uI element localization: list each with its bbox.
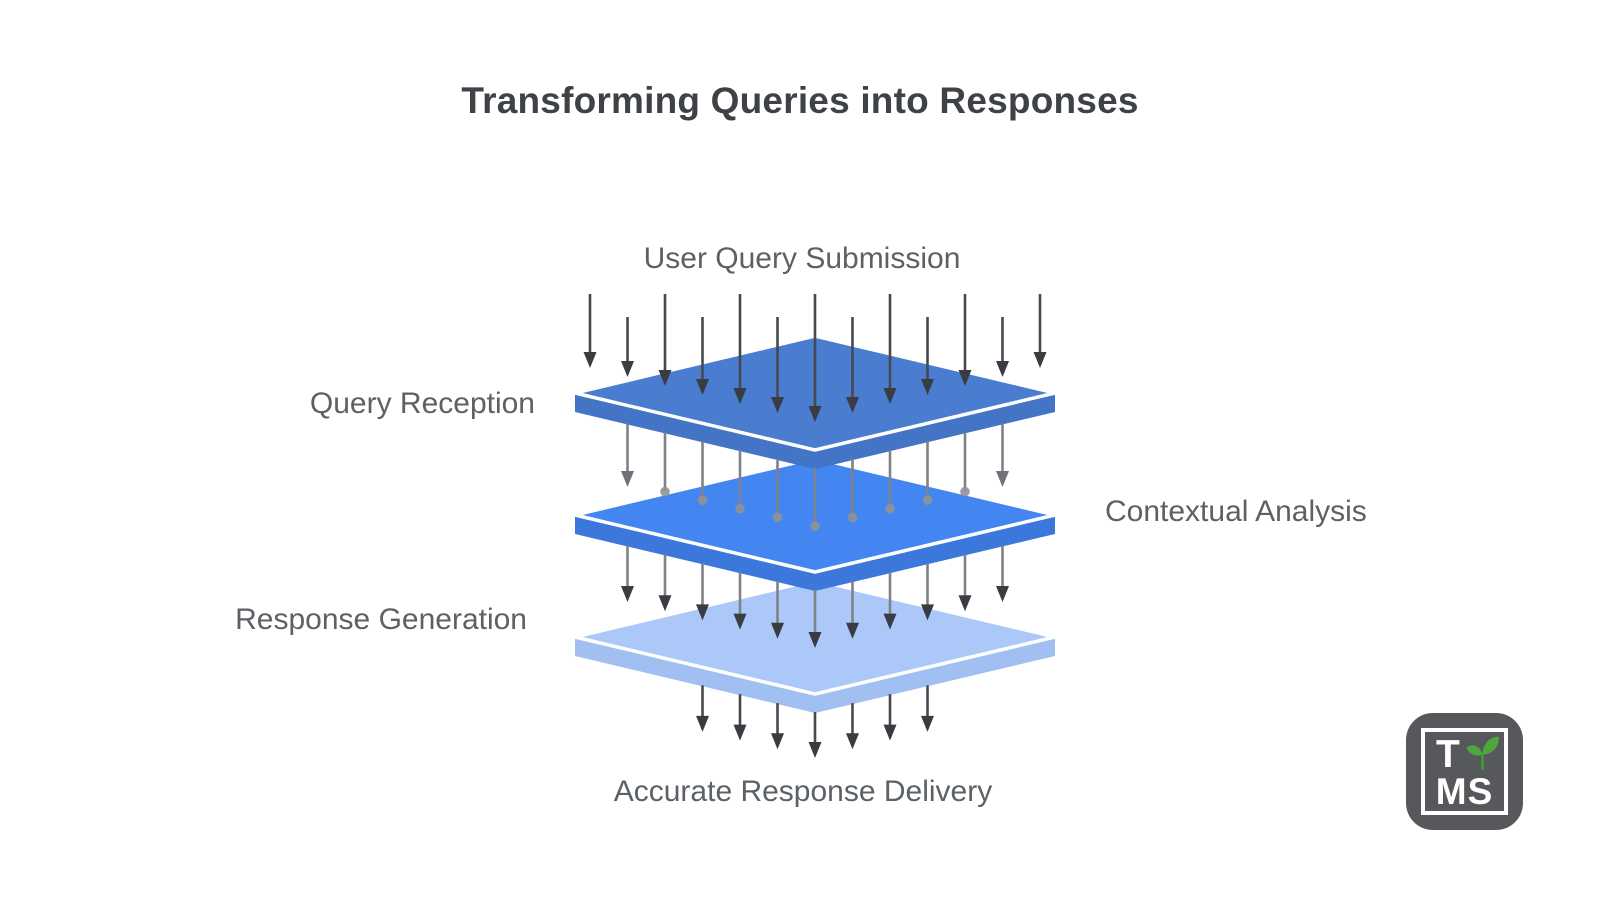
layer-3-side-left xyxy=(575,637,815,713)
layer-2-side-left xyxy=(575,515,815,591)
tms-logo-frame: T MS xyxy=(1421,728,1508,815)
flow-arrow-mid-2-head xyxy=(621,586,634,602)
flow-arrow-in-head xyxy=(658,370,672,386)
flow-arrow-mid-2-head xyxy=(658,595,672,612)
tms-logo-letters-ms: MS xyxy=(1435,771,1494,812)
label-query-reception: Query Reception xyxy=(310,387,535,420)
flow-arrow-in-head xyxy=(846,397,859,413)
flow-arrow-out-head xyxy=(771,733,784,750)
flow-arrow-out-head xyxy=(808,742,822,758)
label-response-generation: Response Generation xyxy=(235,603,527,636)
layer-2-side-right xyxy=(815,515,1055,591)
label-user-query-submission: User Query Submission xyxy=(644,242,961,275)
layer-1-side-right xyxy=(815,393,1055,469)
flow-arrow-mid-1-head xyxy=(697,495,708,506)
flow-arrow-in-head xyxy=(733,388,747,404)
flow-arrow-mid-1-head xyxy=(810,521,820,531)
flow-arrow-in-head xyxy=(1033,352,1047,368)
flow-arrow-in-head xyxy=(996,361,1009,377)
layer-3-side-right xyxy=(815,637,1055,713)
tms-logo-badge: T MS xyxy=(1406,713,1523,830)
flow-arrow-in-head xyxy=(621,361,634,377)
flow-arrow-in-head xyxy=(696,379,709,395)
label-accurate-response-delivery: Accurate Response Delivery xyxy=(614,775,993,808)
tms-logo-letter-t: T xyxy=(1436,733,1460,776)
flow-arrow-mid-2-head xyxy=(808,632,822,648)
flow-arrow-in-head xyxy=(958,370,972,386)
flow-arrow-out-head xyxy=(921,715,934,732)
layer-1-side-left xyxy=(575,393,815,469)
flow-arrow-mid-1-head xyxy=(885,504,895,514)
flow-arrow-mid-2-head xyxy=(696,604,709,621)
flow-arrow-mid-2-head xyxy=(883,613,897,630)
flow-arrow-in-head xyxy=(771,397,784,413)
diagram-geometry xyxy=(573,294,1057,758)
flow-arrow-mid-1-head xyxy=(922,495,933,506)
flow-arrow-out-head xyxy=(696,715,709,732)
flow-arrow-mid-2-head xyxy=(771,622,784,639)
flow-arrow-mid-1-head xyxy=(735,504,745,514)
flow-arrow-mid-1-head xyxy=(847,512,858,523)
flow-arrow-in-head xyxy=(921,379,934,395)
flow-arrow-mid-2-head xyxy=(733,613,747,630)
flow-arrow-mid-2-head xyxy=(996,586,1009,602)
flow-arrow-mid-1-head xyxy=(772,512,783,523)
flow-arrow-in-head xyxy=(808,406,822,422)
label-contextual-analysis: Contextual Analysis xyxy=(1105,495,1367,528)
flow-arrow-out-head xyxy=(733,724,747,741)
flow-arrow-mid-2-head xyxy=(958,595,972,612)
flow-arrow-out-head xyxy=(883,724,897,741)
flow-arrow-mid-1-head xyxy=(996,471,1009,487)
flow-arrow-out-head xyxy=(846,733,859,750)
sprout-icon xyxy=(1466,736,1499,771)
flow-arrow-mid-1-head xyxy=(621,471,634,487)
flow-arrow-mid-1-head xyxy=(960,486,970,497)
flow-arrow-mid-2-head xyxy=(846,622,859,639)
flow-arrow-in-head xyxy=(583,352,597,368)
flow-arrow-mid-2-head xyxy=(921,604,934,621)
diagram-title: Transforming Queries into Responses xyxy=(461,80,1139,121)
flow-arrow-in-head xyxy=(883,388,897,404)
flow-arrow-mid-1-head xyxy=(660,486,670,497)
